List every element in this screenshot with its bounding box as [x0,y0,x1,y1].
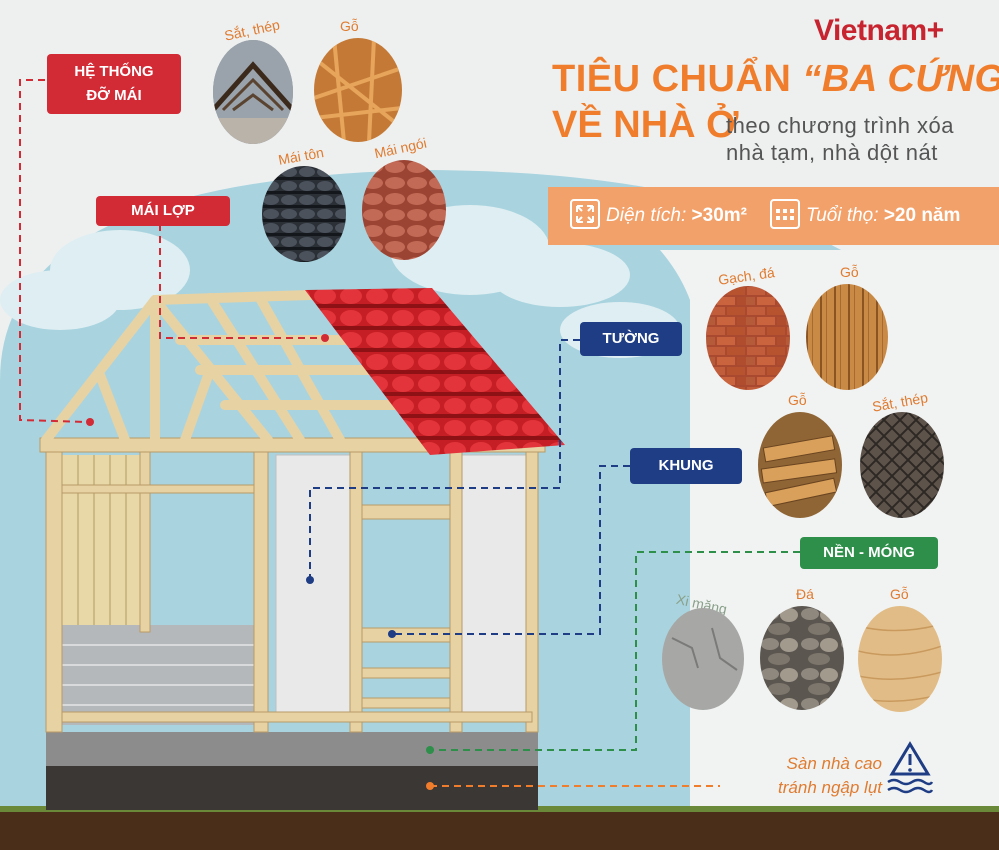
stat-area: Diện tích: >30m² [606,205,747,226]
expand-area-icon [570,199,600,229]
stat-lifespan: Tuổi thọ: >20 năm [806,205,961,226]
material-label: Đá [796,586,814,602]
tag-frame: KHUNG [630,448,742,484]
cement-image [662,608,744,710]
wood-plank-image [858,606,942,712]
material-label: Gỗ [840,264,859,280]
steel-rebar-image [860,412,944,518]
brick-wall-image [706,286,790,390]
flood-warning-icon [886,740,934,801]
tag-roof-cover: MÁI LỢP [96,196,230,226]
metal-roof-image [262,166,346,262]
brand-logo: Vietnam+ [814,14,944,47]
stats-bar [548,187,999,245]
material-label: Gỗ [890,586,909,602]
tag-foundation: NỀN - MÓNG [800,537,938,569]
clay-tile-roof-image [362,160,446,260]
tag-wall: TƯỜNG [580,322,682,356]
page-title-line1: TIÊU CHUẨN “BA CỨNG” [552,58,999,100]
steel-truss-image [213,40,293,144]
stone-image [760,606,844,710]
material-label: Gỗ [340,18,359,34]
calendar-icon [770,199,800,229]
material-label: Gỗ [788,392,807,408]
wood-wall-image [806,284,888,390]
wood-beam-image [758,412,842,518]
page-title-line2: VỀ NHÀ Ở [552,104,739,146]
wood-truss-image [314,38,402,142]
